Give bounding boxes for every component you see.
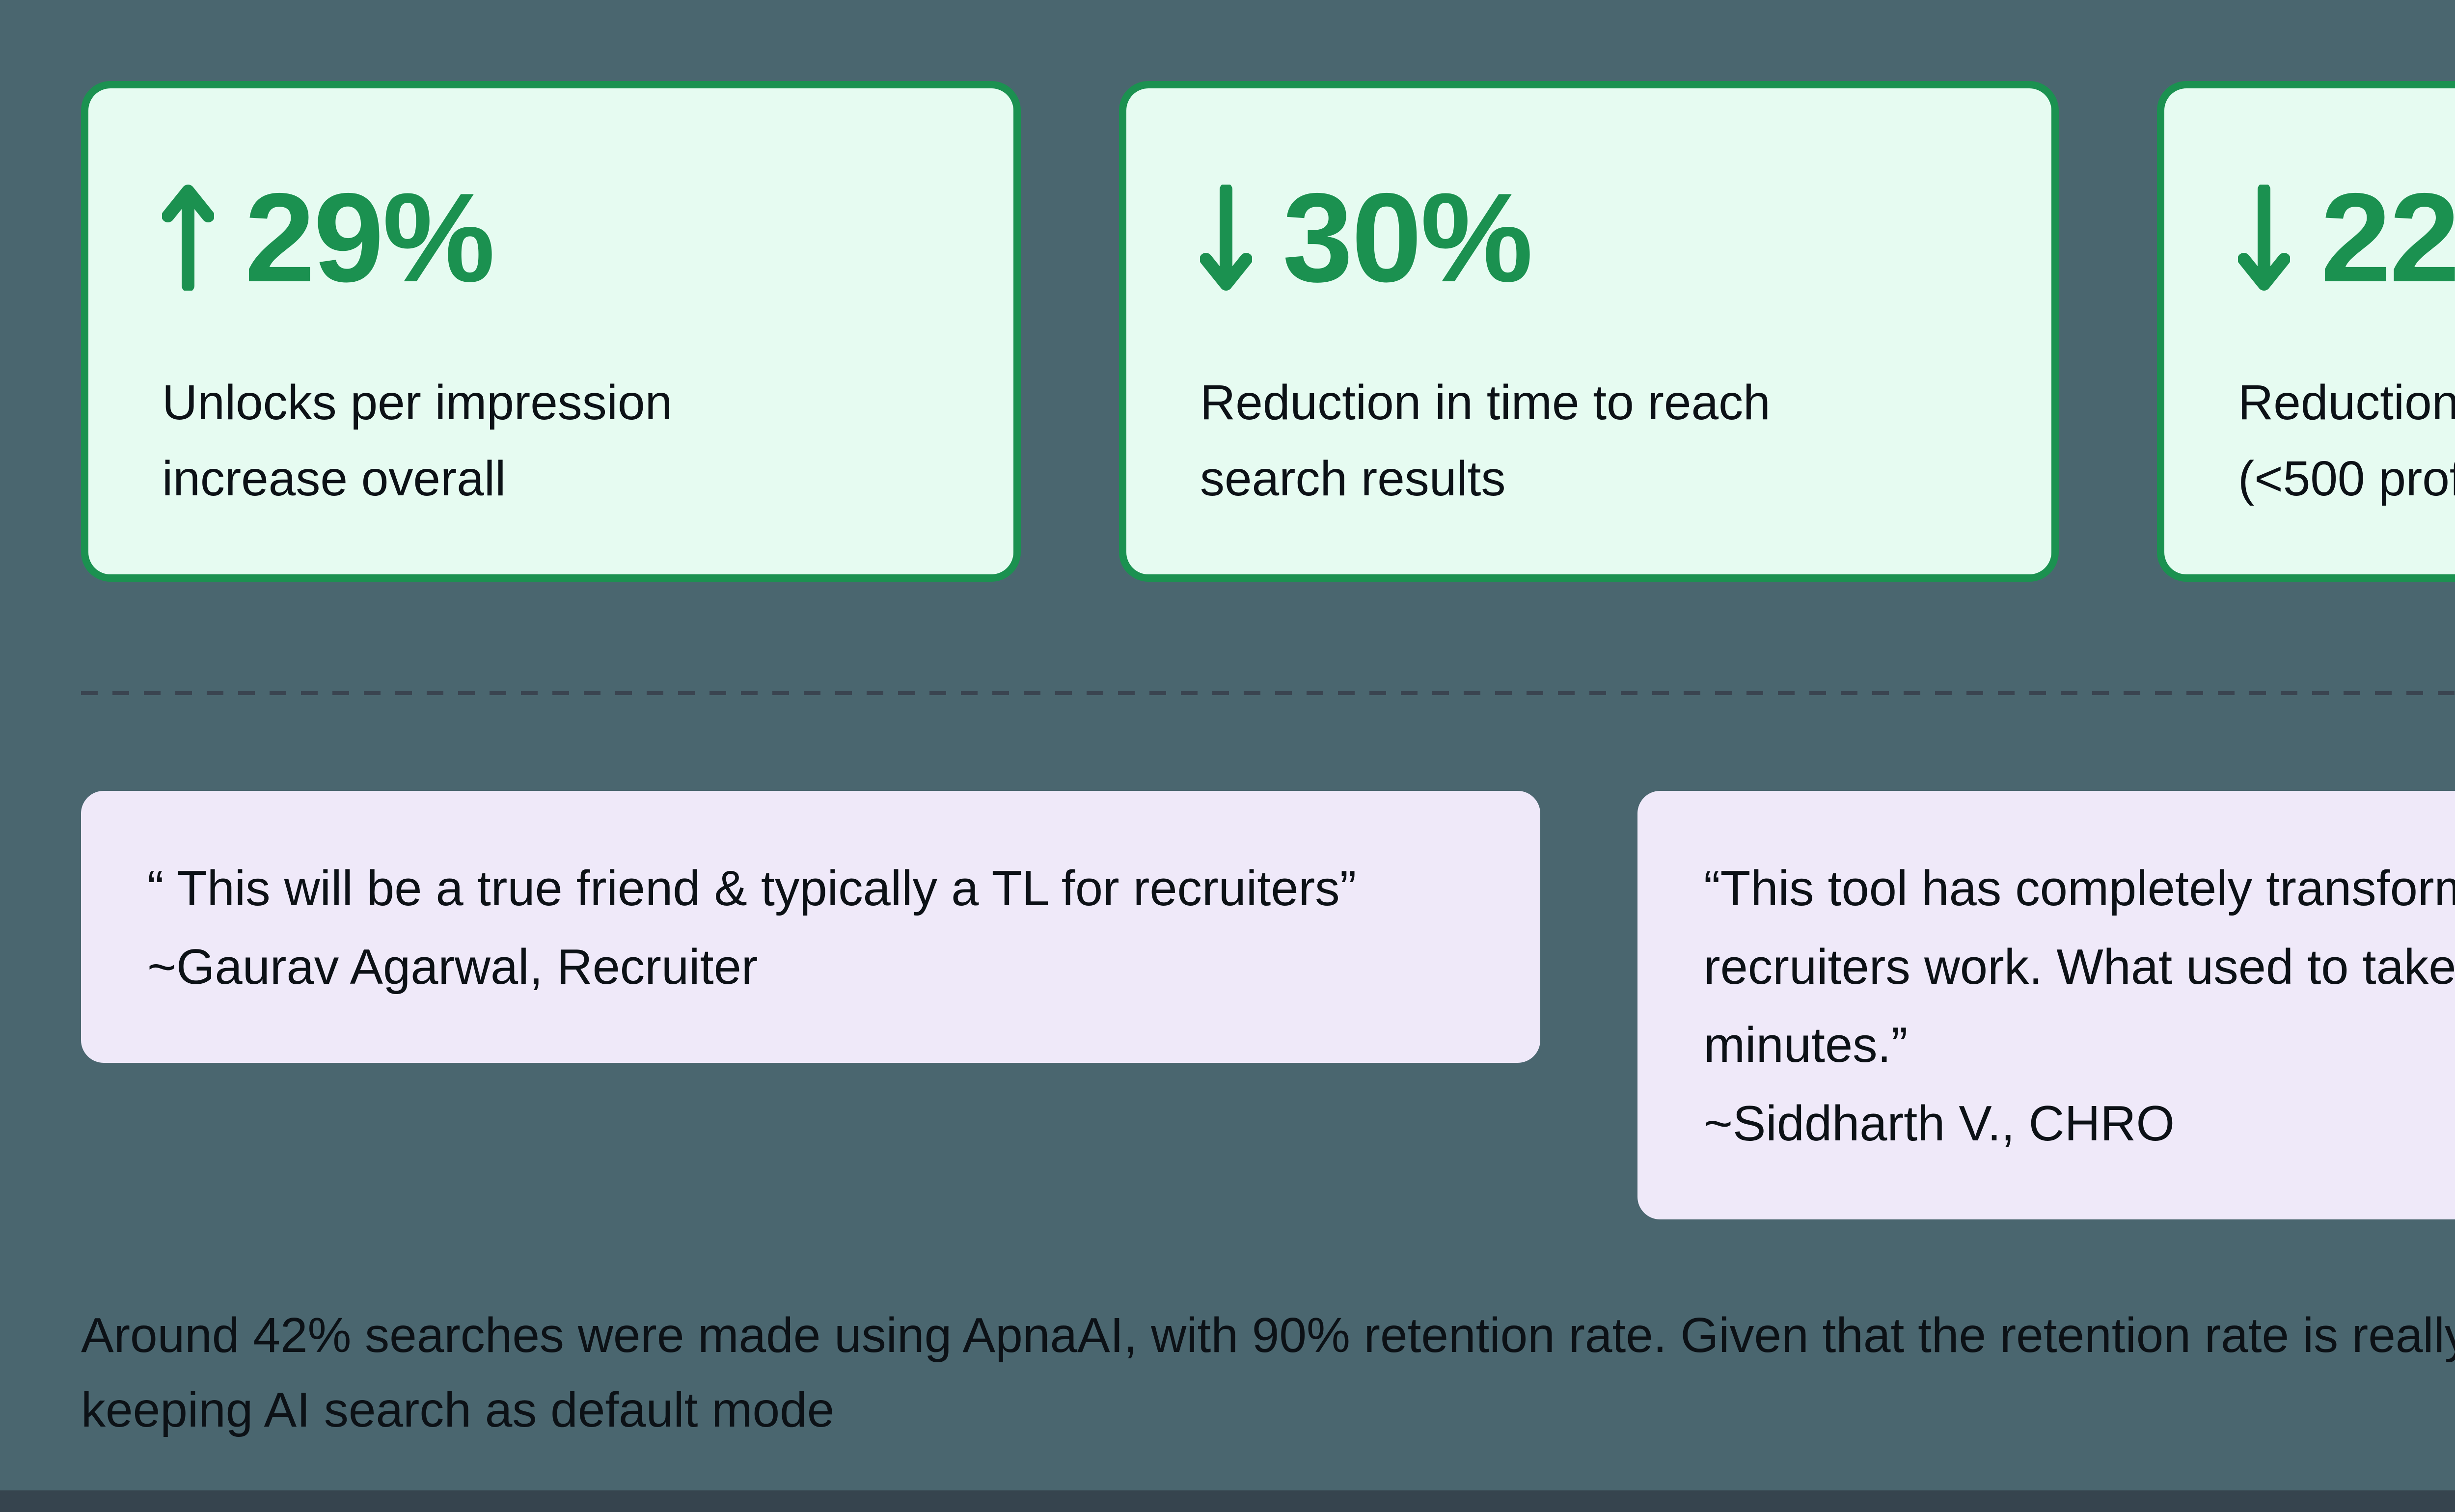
stat-value: 29% bbox=[245, 166, 495, 308]
stat-value-row: 30% bbox=[1200, 174, 1978, 301]
quotes-row: “ This will be a true friend & typically… bbox=[81, 791, 2455, 1220]
down-arrow-icon bbox=[1200, 185, 1252, 291]
stat-label-line: Reduction in time to reach bbox=[1200, 375, 1771, 430]
stat-label-line: increase overall bbox=[162, 451, 506, 506]
stat-card-low-search-results: 22% Reduction in low search results (<50… bbox=[2157, 81, 2455, 582]
slide-content: 29% Unlocks per impression increase over… bbox=[81, 81, 2455, 1447]
stat-label: Reduction in low search results (<500 pr… bbox=[2238, 365, 2455, 517]
quote-text: “This tool has completely transformed ho… bbox=[1704, 861, 2455, 1073]
stat-value-row: 29% bbox=[162, 174, 940, 301]
stat-label: Unlocks per impression increase overall bbox=[162, 365, 940, 517]
stat-label-line: Unlocks per impression bbox=[162, 375, 673, 430]
up-arrow-icon bbox=[162, 185, 214, 291]
stat-card-time-to-results: 30% Reduction in time to reach search re… bbox=[1119, 81, 2059, 582]
footnote-text: Around 42% searches were made using Apna… bbox=[81, 1308, 2455, 1438]
quote-attribution: ~Gaurav Agarwal, Recruiter bbox=[147, 939, 758, 995]
stat-value-row: 22% bbox=[2238, 174, 2455, 301]
stat-value: 30% bbox=[1282, 166, 1533, 308]
bottom-window-edge bbox=[0, 1490, 2455, 1512]
stat-value: 22% bbox=[2320, 166, 2455, 308]
dashed-divider bbox=[81, 691, 2455, 695]
stat-card-unlocks: 29% Unlocks per impression increase over… bbox=[81, 81, 1021, 582]
down-arrow-icon bbox=[2238, 185, 2290, 291]
quote-card-recruiter: “ This will be a true friend & typically… bbox=[81, 791, 1540, 1063]
quote-attribution: ~Siddharth V., CHRO bbox=[1704, 1096, 2175, 1151]
stat-cards-row: 29% Unlocks per impression increase over… bbox=[81, 81, 2455, 582]
quote-text: “ This will be a true friend & typically… bbox=[147, 861, 1357, 916]
quote-card-chro: “This tool has completely transformed ho… bbox=[1637, 791, 2455, 1220]
stat-label: Reduction in time to reach search result… bbox=[1200, 365, 1978, 517]
stat-label-line: Reduction in low search results bbox=[2238, 375, 2455, 430]
stat-label-line: (<500 profiles) bbox=[2238, 451, 2455, 506]
stat-label-line: search results bbox=[1200, 451, 1506, 506]
